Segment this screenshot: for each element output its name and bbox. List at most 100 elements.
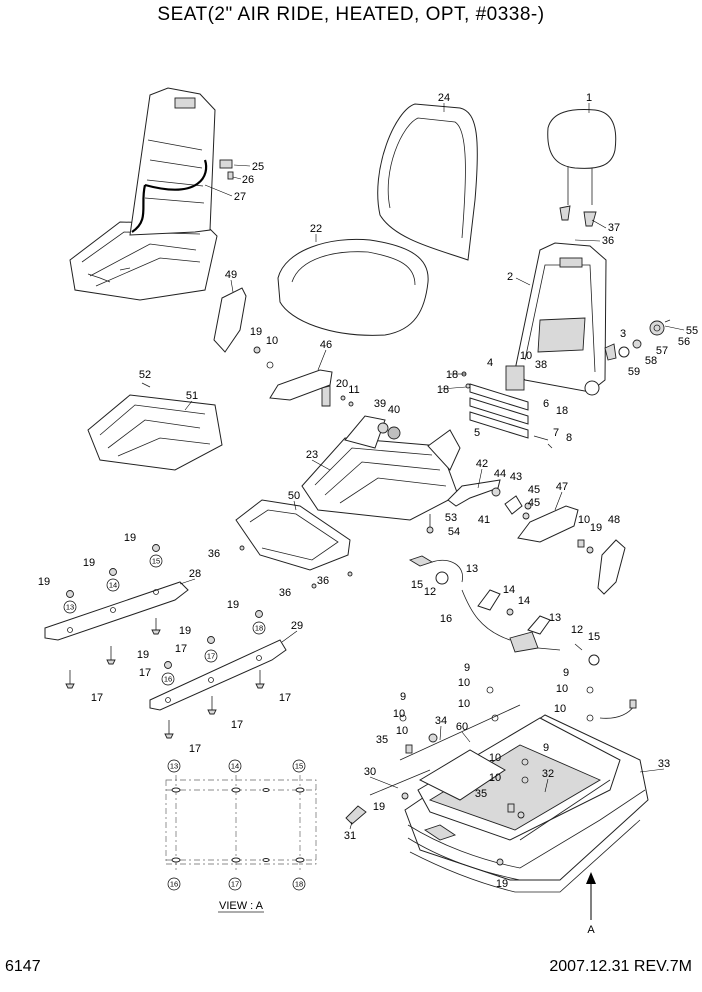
callout-label: 37 <box>608 222 620 234</box>
callout-label: 10 <box>554 703 566 715</box>
callout-label: 45 <box>528 484 540 496</box>
callout-label: 47 <box>556 481 568 493</box>
left-side-cover <box>213 287 247 353</box>
callout-label: 36 <box>317 575 329 587</box>
callout-label: 10 <box>556 683 568 695</box>
seat-base-frame <box>301 415 461 521</box>
heater-and-straps <box>461 365 553 449</box>
callout-label: 23 <box>306 449 318 461</box>
callout-label: 2 <box>507 271 513 283</box>
callout-label: 10 <box>520 350 532 362</box>
callout-label: 35 <box>475 788 487 800</box>
callout-label: 49 <box>225 269 237 281</box>
callout-label: 9 <box>563 667 569 679</box>
callout-label: 5 <box>474 427 480 439</box>
callout-label: 60 <box>456 721 468 733</box>
callout-label: 4 <box>487 357 493 369</box>
callout-label: 51 <box>186 390 198 402</box>
recline-knob-parts <box>604 319 671 361</box>
circled-label-text: 16 <box>164 675 172 684</box>
callout-label: 9 <box>543 742 549 754</box>
leader-lines <box>179 103 685 830</box>
callout-label: 34 <box>435 715 447 727</box>
label-circle <box>149 554 163 568</box>
callout-label: 57 <box>656 345 668 357</box>
callout-label: 27 <box>234 191 246 203</box>
left-armrest <box>253 346 354 407</box>
callout-label: 10 <box>396 725 408 737</box>
callout-label: 10 <box>458 698 470 710</box>
callout-label: 53 <box>445 512 457 524</box>
callout-label: 19 <box>496 878 508 890</box>
callout-label: 43 <box>510 471 522 483</box>
callout-label: 44 <box>494 468 506 480</box>
callout-label: 12 <box>424 586 436 598</box>
callout-label: 14 <box>503 584 515 596</box>
seat-belt-parts <box>408 555 600 666</box>
callout-label: 9 <box>464 662 470 674</box>
callout-label: 40 <box>388 404 400 416</box>
callout-label: 48 <box>608 514 620 526</box>
callout-label: 15 <box>588 631 600 643</box>
callout-label: 10 <box>578 514 590 526</box>
seat-frame-assembly <box>69 87 234 301</box>
callout-label: 6 <box>543 398 549 410</box>
callout-label: 17 <box>91 692 103 704</box>
callout-label: 7 <box>553 427 559 439</box>
callout-label: 26 <box>242 174 254 186</box>
callout-label: 18 <box>446 369 458 381</box>
callout-label: 58 <box>645 355 657 367</box>
circled-label: 13 <box>167 759 181 773</box>
callout-label: 29 <box>291 620 303 632</box>
label-circle <box>292 877 306 891</box>
callout-label: 10 <box>489 752 501 764</box>
callout-label: 42 <box>476 458 488 470</box>
callout-label: 19 <box>137 649 149 661</box>
callout-label: 52 <box>139 369 151 381</box>
headrest <box>547 109 617 227</box>
callout-label: 17 <box>279 692 291 704</box>
callout-label: 15 <box>411 579 423 591</box>
callout-label: 31 <box>344 830 356 842</box>
callout-label: 24 <box>438 92 450 104</box>
callout-label: 22 <box>310 223 322 235</box>
callout-label: 19 <box>83 557 95 569</box>
circled-label: 18 <box>252 621 266 635</box>
callout-label: 18 <box>556 405 568 417</box>
callout-label: 36 <box>279 587 291 599</box>
callout-label: 19 <box>590 522 602 534</box>
right-side-parts <box>426 479 626 595</box>
callout-label: 16 <box>440 613 452 625</box>
callout-label: 12 <box>571 624 583 636</box>
seat-pan <box>87 382 223 471</box>
callout-label: 36 <box>602 235 614 247</box>
seat-cushion <box>277 238 429 336</box>
label-circle <box>161 672 175 686</box>
circled-label-text: 17 <box>231 880 239 889</box>
callout-label: 10 <box>489 772 501 784</box>
callout-label: 10 <box>266 335 278 347</box>
circled-label: 13 <box>63 600 77 614</box>
callout-label: 36 <box>208 548 220 560</box>
callout-label: 13 <box>466 563 478 575</box>
callout-label: 17 <box>175 643 187 655</box>
callout-label: 9 <box>400 691 406 703</box>
mounting-bracket-right <box>149 610 287 711</box>
circled-label: 16 <box>161 672 175 686</box>
page-title: SEAT(2" AIR RIDE, HEATED, OPT, #0338-) <box>157 4 545 25</box>
callout-label: 19 <box>124 532 136 544</box>
circled-label: 17 <box>204 649 218 663</box>
circled-label-text: 18 <box>295 880 303 889</box>
callout-label: 35 <box>376 734 388 746</box>
callout-label: 30 <box>364 766 376 778</box>
circled-label: 15 <box>292 759 306 773</box>
callout-label: 19 <box>250 326 262 338</box>
circled-label-text: 16 <box>170 880 178 889</box>
back-frame <box>514 242 607 396</box>
label-circle <box>204 649 218 663</box>
label-circle <box>63 600 77 614</box>
view-label: VIEW : A <box>219 900 264 912</box>
backrest-cushion <box>377 103 478 261</box>
